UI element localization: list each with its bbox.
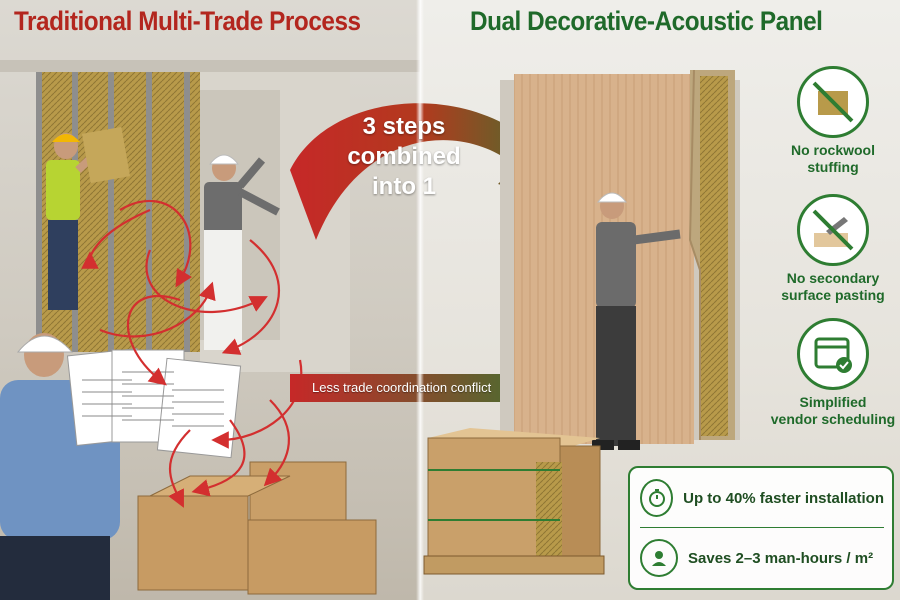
feature-3-line-1: Simplified: [799, 394, 867, 410]
feature-no-pasting: No secondary surface pasting: [768, 194, 898, 304]
title-traditional: Traditional Multi-Trade Process: [14, 6, 361, 36]
feature-3-line-2: vendor scheduling: [770, 411, 896, 427]
calendar-check-icon: [797, 318, 869, 390]
trowel-crossed-icon: [797, 194, 869, 266]
stat-faster-installation: Up to 40% faster installation: [640, 474, 884, 522]
main-arrow-label: 3 steps combined into 1: [318, 112, 490, 202]
feature-no-rockwool: No rockwool stuffing: [768, 66, 898, 176]
benefits-box: Up to 40% faster installation Saves 2–3 …: [628, 466, 894, 590]
stats-divider: [640, 527, 884, 528]
rockwool-crossed-icon: [797, 66, 869, 138]
main-arrow-line-2: combined: [347, 143, 461, 170]
worker-insulation: [46, 126, 131, 310]
worker-icon: [640, 539, 678, 577]
feature-2-line-2: surface pasting: [781, 287, 885, 303]
main-arrow-line-3: into 1: [372, 173, 436, 200]
secondary-arrow-label: Less trade coordination conflict: [312, 380, 492, 395]
stat-man-hours: Saves 2–3 man-hours / m²: [640, 534, 884, 582]
panel-installer: [592, 192, 681, 450]
title-panel: Dual Decorative-Acoustic Panel: [470, 6, 823, 36]
feature-2-line-1: No secondary: [786, 270, 880, 286]
worker-plastering: [204, 154, 280, 350]
cardboard-boxes: [137, 461, 377, 595]
stat-1-text: Up to 40% faster installation: [683, 489, 884, 507]
stat-2-text: Saves 2–3 man-hours / m²: [688, 549, 874, 567]
feature-scheduling: Simplified vendor scheduling: [768, 318, 898, 428]
main-arrow-line-1: 3 steps: [362, 113, 446, 140]
feature-1-line-2: stuffing: [807, 159, 859, 175]
stopwatch-icon: [640, 479, 674, 517]
divider: [416, 0, 424, 600]
checklist-papers: [66, 348, 242, 459]
packaged-panels-pallet: [423, 428, 605, 575]
feature-1-line-1: No rockwool: [790, 142, 875, 158]
